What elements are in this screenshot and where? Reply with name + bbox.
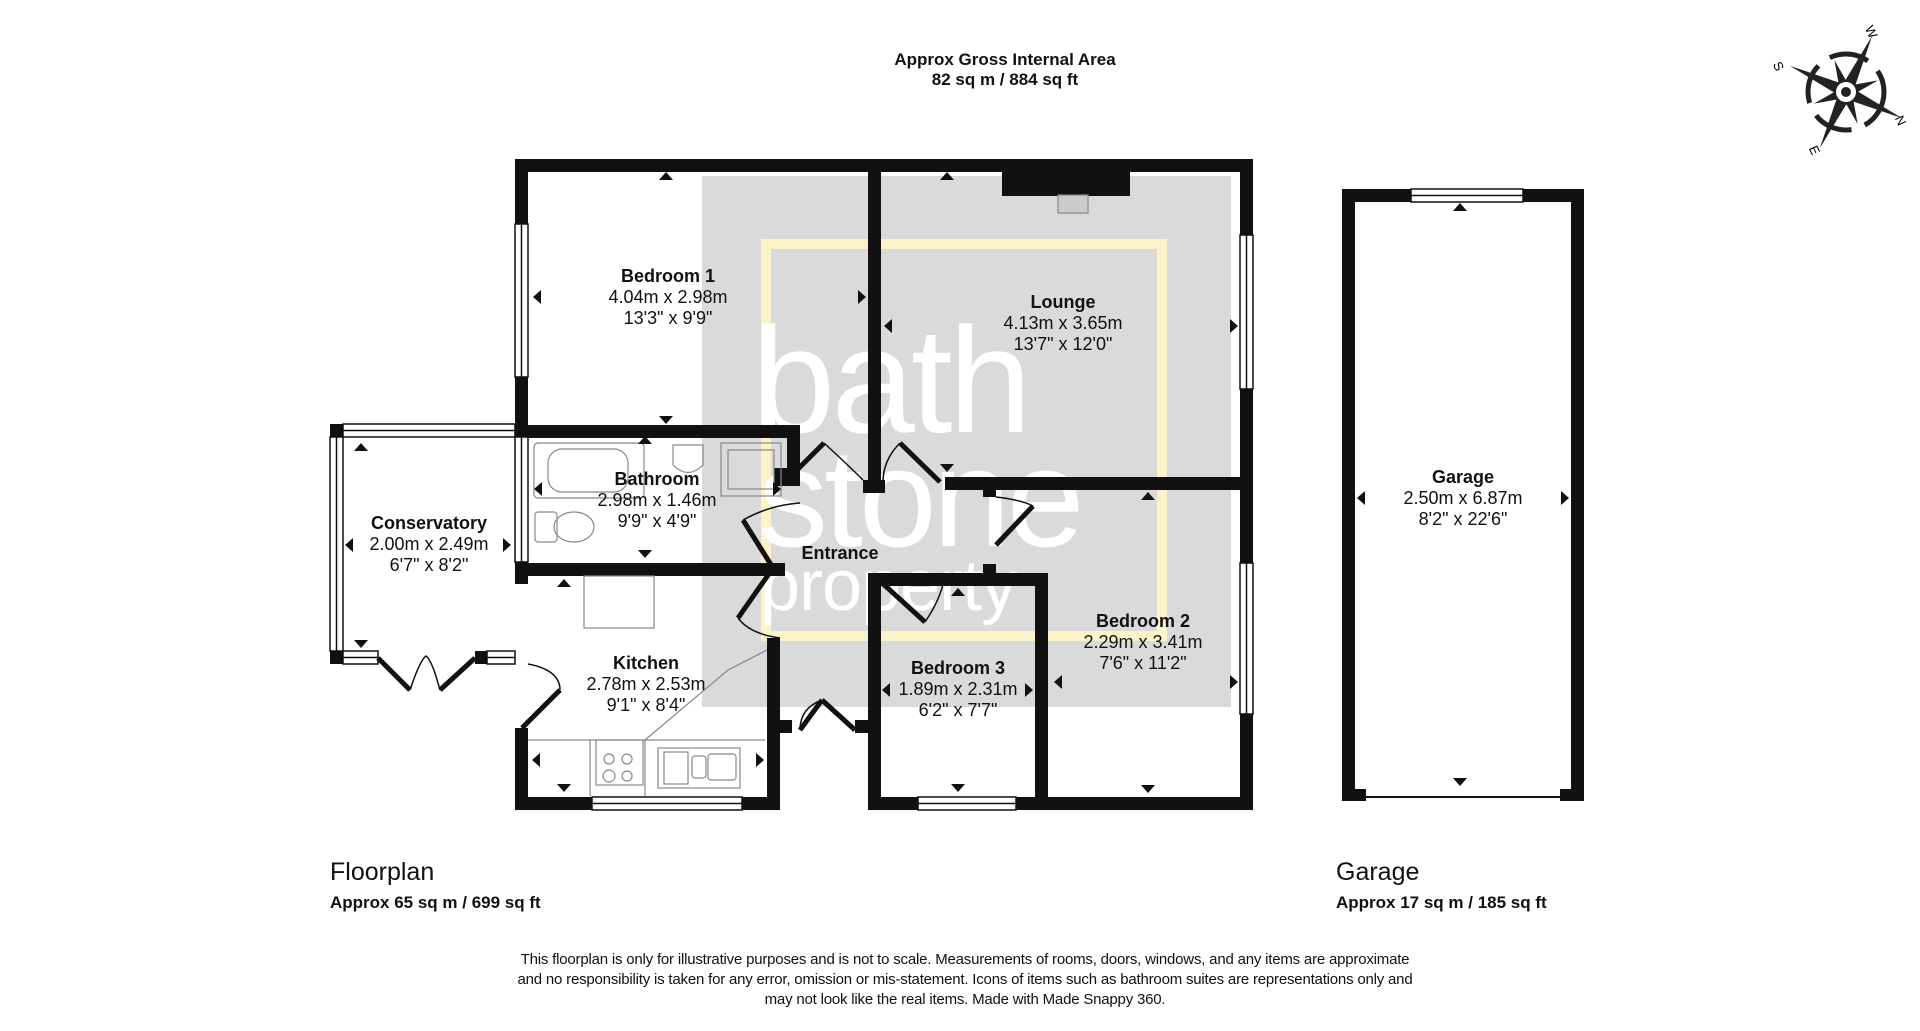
kitchen-appliance-icon [583,575,655,629]
gross-area-title: Approx Gross Internal Area [894,50,1116,69]
doors [376,441,1035,732]
gross-area-header: Approx Gross Internal Area 82 sq m / 884… [0,50,1920,90]
basin-icon [672,444,704,474]
disclaimer-line: This floorplan is only for illustrative … [520,951,1410,968]
room-name: Kitchen [612,653,679,673]
room-dimensions-imperial: 13'7" x 12'0" [1013,334,1113,354]
disclaimer-line: may not look like the real items. Made w… [764,991,1166,1008]
disclaimer-text: This floorplan is only for illustrative … [440,950,1490,1010]
room-dimensions-imperial: 9'1" x 8'4" [606,695,686,715]
room-label-bedroom-2: Bedroom 2 2.29m x 3.41m 7'6" x 11'2" [1083,611,1202,674]
room-name: Bedroom 2 [1095,611,1191,631]
disclaimer-line: and no responsibility is taken for any e… [517,971,1413,988]
room-name: Bedroom 1 [620,266,716,286]
compass-rose-icon: W S N E [1770,20,1910,160]
room-label-entrance: Entrance [801,543,878,564]
room-label-lounge: Lounge 4.13m x 3.65m 13'7" x 12'0" [1003,292,1122,355]
dimension-arrows [345,172,1569,793]
sink-icon [657,747,741,789]
room-dimensions-metric: 4.13m x 3.65m [1003,313,1123,333]
gross-area-value: 82 sq m / 884 sq ft [931,70,1079,89]
room-dimensions-metric: 2.78m x 2.53m [586,674,706,694]
room-label-kitchen: Kitchen 2.78m x 2.53m 9'1" x 8'4" [586,653,705,716]
room-dimensions-imperial: 9'9" x 4'9" [617,511,697,531]
floorplan-section-area: Approx 65 sq m / 699 sq ft [330,893,541,912]
bathtub-icon [533,442,645,499]
room-dimensions-imperial: 8'2" x 22'6" [1418,509,1508,529]
room-dimensions-metric: 4.04m x 2.98m [608,287,728,307]
toilet-icon [534,511,558,543]
garage-section-title: Garage [1336,858,1420,886]
room-label-conservatory: Conservatory 2.00m x 2.49m 6'7" x 8'2" [369,513,488,576]
room-dimensions-metric: 1.89m x 2.31m [898,679,1018,699]
room-dimensions-metric: 2.00m x 2.49m [369,534,489,554]
room-dimensions-imperial: 6'2" x 7'7" [918,700,998,720]
room-name: Bathroom [614,469,700,489]
shower-tray-icon [720,442,782,497]
walls [330,159,1584,810]
room-name: Conservatory [370,513,488,533]
room-label-bedroom-1: Bedroom 1 4.04m x 2.98m 13'3" x 9'9" [608,266,727,329]
room-dimensions-imperial: 13'3" x 9'9" [623,308,713,328]
room-label-bedroom-3: Bedroom 3 1.89m x 2.31m 6'2" x 7'7" [898,658,1017,721]
fixtures [528,194,1089,796]
room-dimensions-metric: 2.29m x 3.41m [1083,632,1203,652]
svg-text:stone: stone [758,419,1080,576]
watermark-frame [761,239,1167,641]
room-label-bathroom: Bathroom 2.98m x 1.46m 9'9" x 4'9" [597,469,716,532]
windows [329,188,1560,811]
room-name: Entrance [801,543,879,563]
room-name: Lounge [1030,292,1096,312]
room-label-garage: Garage 2.50m x 6.87m 8'2" x 22'6" [1403,467,1522,530]
room-name: Bedroom 3 [910,658,1006,678]
room-dimensions-imperial: 6'7" x 8'2" [389,555,469,575]
room-dimensions-metric: 2.98m x 1.46m [597,490,717,510]
room-dimensions-imperial: 7'6" x 11'2" [1099,653,1187,673]
room-dimensions-metric: 2.50m x 6.87m [1403,488,1523,508]
floorplan-section-title: Floorplan [330,858,435,886]
room-name: Garage [1431,467,1495,487]
garage-section-area: Approx 17 sq m / 185 sq ft [1336,893,1547,912]
